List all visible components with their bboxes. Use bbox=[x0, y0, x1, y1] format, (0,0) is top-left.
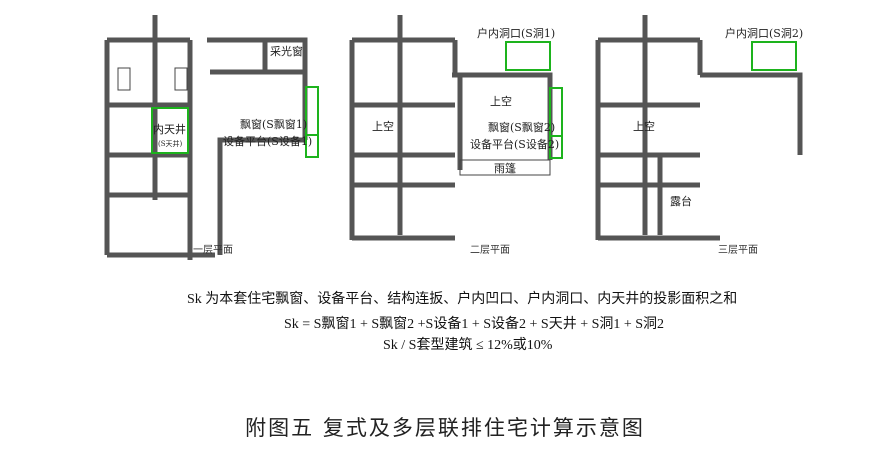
label-skylight: 采光窗 bbox=[270, 44, 303, 58]
ratio-formula: Sk / S套型建筑 ≤ 12%或10% bbox=[383, 338, 553, 353]
label-opening-2: 户内洞口(S洞2) bbox=[725, 26, 803, 40]
figure-title: 附图五 复式及多层联排住宅计算示意图 bbox=[245, 416, 645, 440]
caption-plan-3: 三层平面 bbox=[718, 244, 758, 256]
label-equipment-1: 设备平台(S设备1) bbox=[223, 134, 312, 148]
label-equipment-2: 设备平台(S设备2) bbox=[470, 137, 559, 151]
sk-formula: Sk = S飘窗1 + S飘窗2 +S设备1 + S设备2 + S天井 + S洞… bbox=[284, 317, 665, 332]
label-inner-well-sub: (S天井) bbox=[158, 139, 183, 148]
label-inner-well: 内天井 bbox=[153, 122, 186, 136]
label-bay-window-1: 飘窗(S飘窗1) bbox=[240, 117, 307, 131]
opening-1-outline bbox=[505, 41, 551, 71]
opening-2-outline bbox=[751, 41, 797, 71]
definition-text: Sk 为本套住宅飘窗、设备平台、结构连扳、户内凹口、户内洞口、内天井的投影面积之… bbox=[187, 292, 738, 307]
caption-plan-1: 一层平面 bbox=[193, 244, 233, 256]
label-canopy: 雨篷 bbox=[494, 161, 516, 175]
label-void-top: 上空 bbox=[490, 94, 512, 108]
caption-plan-2: 二层平面 bbox=[470, 244, 510, 256]
inner-well-outline bbox=[151, 107, 189, 154]
plan-1: 采光窗 内天井 (S天井) 飘窗(S飘窗1) 设备平台(S设备1) 一层平面 bbox=[104, 15, 319, 260]
label-bay-window-2: 飘窗(S飘窗2) bbox=[488, 120, 555, 134]
plan-2: 户内洞口(S洞1) 上空 上空 飘窗(S飘窗2) 设备平台(S设备2) 雨篷 二… bbox=[349, 15, 563, 256]
label-opening-1: 户内洞口(S洞1) bbox=[477, 26, 555, 40]
label-terrace: 露台 bbox=[670, 194, 692, 208]
label-void-left-3: 上空 bbox=[633, 119, 655, 133]
plan-3: 户内洞口(S洞2) 上空 露台 三层平面 bbox=[595, 15, 803, 256]
label-void-left-2: 上空 bbox=[372, 119, 394, 133]
